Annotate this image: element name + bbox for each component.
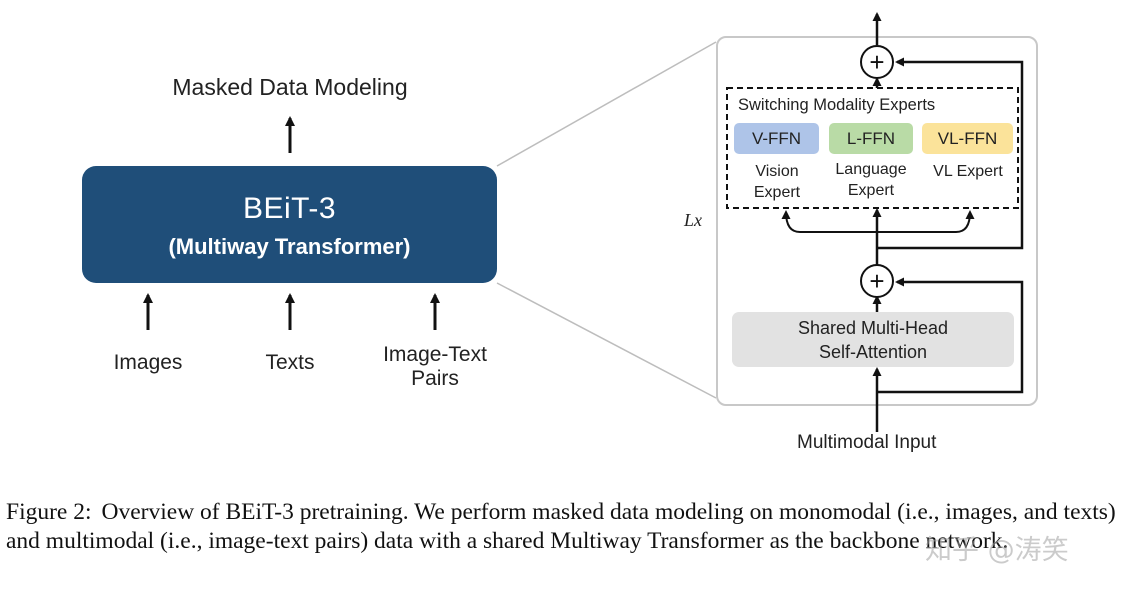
caption-text: Overview of BEiT-3 pretraining. We perfo… <box>6 499 1116 554</box>
v-ffn-box: V-FFN <box>734 123 819 154</box>
caption-label: Figure 2: <box>6 499 92 525</box>
route-right-curve <box>877 210 975 233</box>
attention-label-line2: Self-Attention <box>818 342 928 362</box>
vl-ffn-box: VL-FFN <box>922 123 1013 154</box>
switching-experts-title: Switching Modality Experts <box>738 96 936 114</box>
add-symbol-lower: + <box>869 266 884 296</box>
input-pairs-label: Image-Text Pairs <box>383 343 487 390</box>
l-ffn-box: L-FFN <box>829 123 913 154</box>
input-images-label: Images <box>113 351 183 374</box>
residual-upper <box>877 57 1024 250</box>
detail-lines: + + <box>726 12 1024 432</box>
add-node-lower <box>860 264 894 298</box>
add-symbol-upper: + <box>869 47 884 77</box>
vl-expert-label: VL Expert <box>933 163 1003 180</box>
figure: Masked Data Modeling BEiT-3 (Multiway Tr… <box>82 12 1038 453</box>
layer-repeat-label: Lx <box>684 210 702 230</box>
beit3-title: BEiT-3 <box>242 192 337 225</box>
residual-lower <box>877 277 1024 394</box>
language-expert-label: Language Expert <box>835 161 907 199</box>
vision-expert-label: Vision Expert <box>753 163 801 201</box>
add-node-upper <box>860 45 894 79</box>
beit3-subtitle: (Multiway Transformer) <box>168 234 411 259</box>
expert-dashed-box <box>726 87 1019 209</box>
input-texts-label: Texts <box>265 351 315 374</box>
beit3-block: BEiT-3 (Multiway Transformer) <box>82 166 497 283</box>
diagram-lines <box>143 41 717 399</box>
zoom-line-bottom <box>496 282 717 399</box>
route-left-curve <box>781 210 877 233</box>
masked-data-modeling-label: Masked Data Modeling <box>172 74 408 100</box>
figure-caption: Figure 2:Overview of BEiT-3 pretraining.… <box>6 498 1126 556</box>
watermark: 知乎 @涛笑 <box>925 535 1069 566</box>
attention-label-line1: Shared Multi-Head <box>797 318 949 338</box>
zoom-line-top <box>496 41 717 167</box>
self-attention-block: Shared Multi-Head Self-Attention <box>732 312 1014 367</box>
multimodal-input-label: Multimodal Input <box>797 432 937 453</box>
